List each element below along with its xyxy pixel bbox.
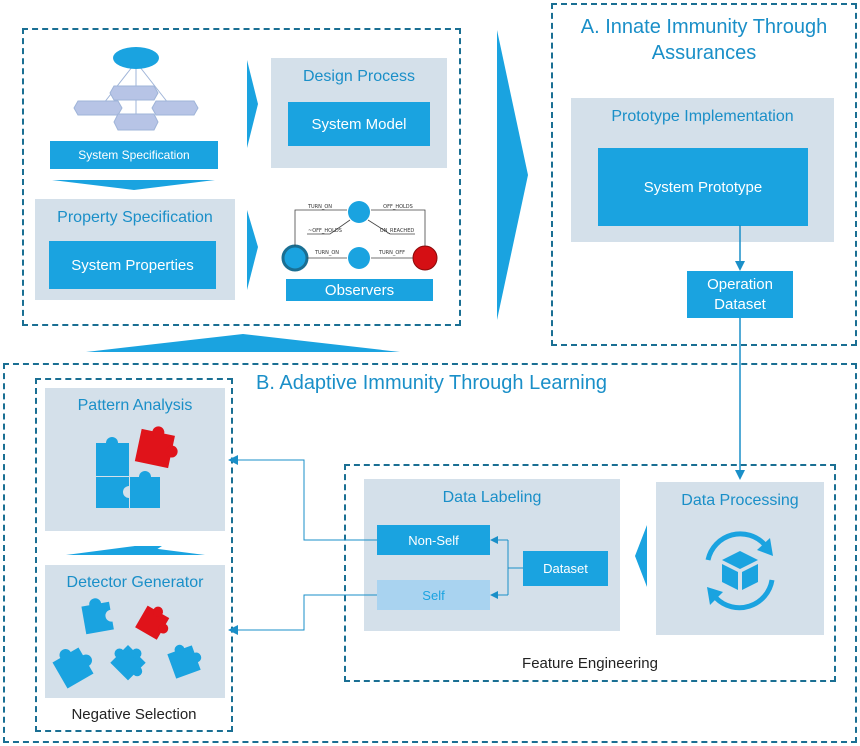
pattern-analysis-title: Pattern Analysis — [77, 397, 193, 414]
transition-label: TURN_ON — [307, 204, 332, 210]
negative-selection-region — [35, 378, 233, 732]
data-labeling-title: Data Labeling — [442, 489, 542, 506]
transition-label: ON_REACHED — [380, 228, 415, 234]
innate-immunity-region — [551, 3, 857, 346]
adaptive-immunity-title: B. Adaptive Immunity Through Learning — [256, 372, 607, 394]
observers-label: Observers — [324, 281, 395, 299]
transition-label: ~OFF_HOLDS — [308, 228, 342, 234]
innate-title-line2: Assurances — [651, 42, 757, 64]
specification-region — [22, 28, 461, 326]
innate-title-line1: A. Innate Immunity Through — [580, 16, 828, 38]
system-properties-box: System Properties — [49, 241, 216, 289]
negative-selection-label: Negative Selection — [71, 706, 197, 723]
dataset-label: Dataset — [543, 561, 588, 576]
system-model-label: System Model — [311, 115, 407, 133]
innate-immunity-title: A. Innate Immunity Through Assurances — [551, 14, 857, 66]
dataset-box: Dataset — [523, 551, 608, 586]
system-model-box: System Model — [288, 102, 430, 146]
operation-dataset-line1: Operation — [707, 275, 773, 293]
adaptive-immunity-region — [3, 363, 857, 743]
transition-label: TURN_OFF — [378, 250, 405, 256]
property-specification-title: Property Specification — [57, 209, 213, 226]
system-properties-label: System Properties — [71, 256, 194, 274]
observers-box: Observers — [286, 279, 433, 301]
design-process-title: Design Process — [302, 68, 416, 85]
system-specification-box: System Specification — [50, 141, 218, 169]
feature-engineering-region — [344, 464, 836, 682]
system-specification-label: System Specification — [78, 148, 190, 162]
feature-engineering-label: Feature Engineering — [522, 655, 658, 672]
non-self-label: Non-Self — [408, 532, 459, 548]
operation-dataset-line2: Dataset — [714, 295, 766, 313]
prototype-implementation-title: Prototype Implementation — [611, 108, 794, 125]
property-specification-panel: Property Specification System Properties — [35, 199, 235, 300]
system-prototype-box: System Prototype — [598, 148, 808, 226]
self-box: Self — [377, 580, 490, 610]
prototype-implementation-panel: Prototype Implementation System Prototyp… — [571, 98, 834, 242]
transition-label: OFF_HOLDS — [383, 204, 413, 210]
design-process-panel: Design Process System Model — [271, 58, 447, 168]
data-processing-title: Data Processing — [681, 492, 799, 509]
transition-label: TURN_ON — [314, 250, 339, 256]
non-self-box: Non-Self — [377, 525, 490, 555]
system-prototype-label: System Prototype — [643, 178, 763, 196]
detector-generator-title: Detector Generator — [66, 574, 204, 591]
self-label: Self — [422, 587, 445, 603]
operation-dataset-box: Operation Dataset — [687, 271, 793, 318]
